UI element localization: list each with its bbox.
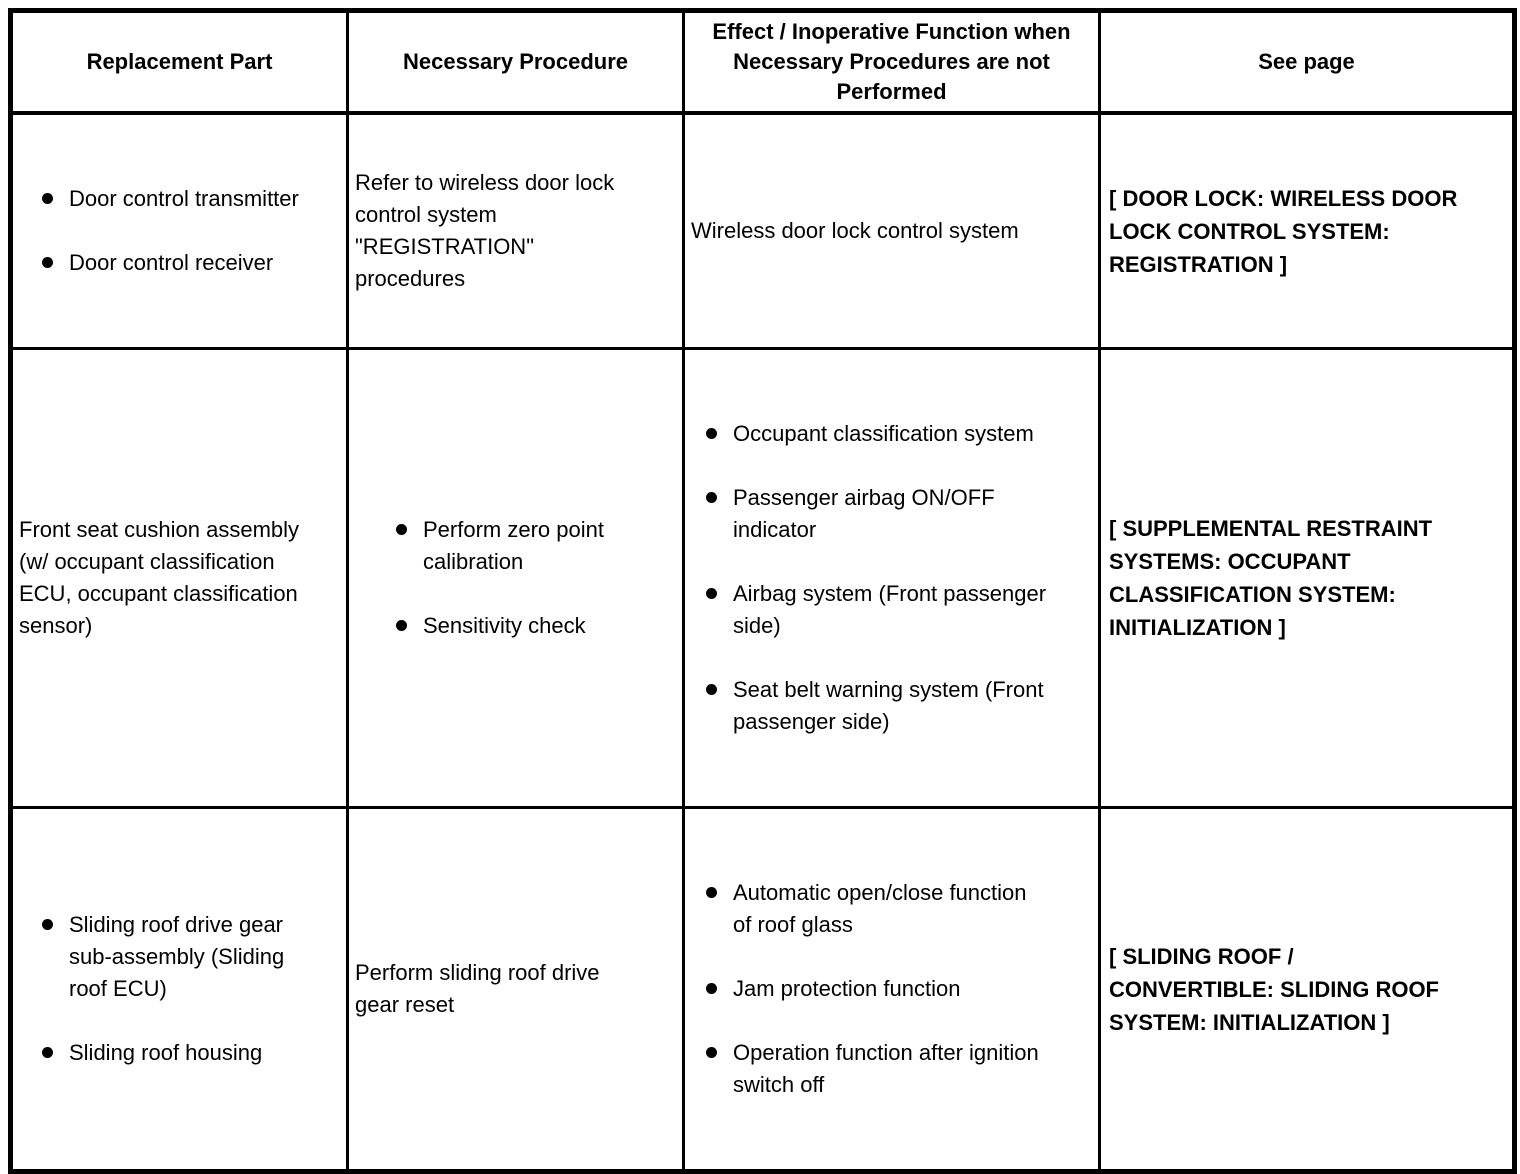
list-item: Perform zero point calibration (395, 514, 676, 578)
list-item: Jam protection function (705, 973, 1092, 1005)
list-item: Operation function after ignition switch… (705, 1037, 1092, 1101)
bullet-list: Perform zero point calibration Sensitivi… (355, 482, 676, 674)
list-item: Passenger airbag ON/OFF indicator (705, 482, 1092, 546)
cell-replacement-part: Sliding roof drive gear sub-assembly (Sl… (9, 806, 349, 1173)
list-item: Sensitivity check (395, 610, 676, 642)
cell-effect: Wireless door lock control system (682, 111, 1101, 350)
header-see-page: See page (1098, 9, 1516, 115)
header-replacement-part: Replacement Part (9, 9, 349, 115)
cell-necessary-procedure: Perform sliding roof drive gear reset (346, 806, 685, 1173)
list-item: Door control transmitter (41, 183, 340, 215)
replacement-parts-table: Replacement Part Necessary Procedure Eff… (8, 8, 1517, 1174)
cell-necessary-procedure: Refer to wireless door lock control syst… (346, 111, 685, 350)
table-row-door-lock: Door control transmitter Door control re… (9, 111, 1516, 350)
cell-see-page: [ DOOR LOCK: WIRELESS DOOR LOCK CONTROL … (1098, 111, 1516, 350)
cell-replacement-part: Front seat cushion assembly (w/ occupant… (9, 347, 349, 809)
list-item: Automatic open/close function of roof gl… (705, 877, 1092, 941)
list-item: Sliding roof drive gear sub-assembly (Sl… (41, 909, 340, 1005)
list-item: Occupant classification system (705, 418, 1092, 450)
header-effect-inoperative-function: Effect / Inoperative Function when Neces… (682, 9, 1101, 115)
bullet-list: Door control transmitter Door control re… (19, 151, 340, 311)
cell-see-page: [ SUPPLEMENTAL RESTRAINT SYSTEMS: OCCUPA… (1098, 347, 1516, 809)
bullet-list: Automatic open/close function of roof gl… (691, 845, 1092, 1133)
bullet-list: Sliding roof drive gear sub-assembly (Sl… (19, 877, 340, 1101)
cell-necessary-procedure: Perform zero point calibration Sensitivi… (346, 347, 685, 809)
list-item: Sliding roof housing (41, 1037, 340, 1069)
table-row-occupant-classification: Front seat cushion assembly (w/ occupant… (9, 347, 1516, 809)
list-item: Door control receiver (41, 247, 340, 279)
cell-see-page: [ SLIDING ROOF / CONVERTIBLE: SLIDING RO… (1098, 806, 1516, 1173)
header-row: Replacement Part Necessary Procedure Eff… (9, 9, 1516, 115)
cell-effect: Occupant classification system Passenger… (682, 347, 1101, 809)
cell-replacement-part: Door control transmitter Door control re… (9, 111, 349, 350)
header-necessary-procedure: Necessary Procedure (346, 9, 685, 115)
list-item: Airbag system (Front passenger side) (705, 578, 1092, 642)
table-row-sliding-roof: Sliding roof drive gear sub-assembly (Sl… (9, 806, 1516, 1173)
cell-effect: Automatic open/close function of roof gl… (682, 806, 1101, 1173)
list-item: Seat belt warning system (Front passenge… (705, 674, 1092, 738)
bullet-list: Occupant classification system Passenger… (691, 386, 1092, 770)
